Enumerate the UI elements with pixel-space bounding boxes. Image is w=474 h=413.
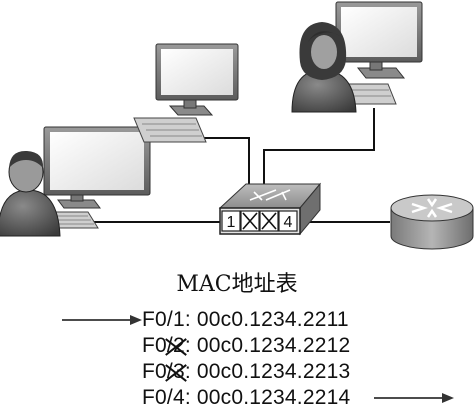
- user-man-icon: [0, 150, 61, 237]
- user-woman-icon: [291, 22, 357, 113]
- cable-port2-top-monitor: [200, 137, 250, 205]
- switch-port-4: [278, 210, 298, 232]
- port-blocked-icon: [261, 212, 277, 230]
- mac-address: : 00c0.1234.2211: [184, 308, 349, 331]
- interface-prefix: F0/: [142, 386, 173, 409]
- mac-address: : 00c0.1234.2212: [184, 334, 351, 357]
- incoming-arrow-icon: [62, 315, 142, 325]
- keyboard-icon: [133, 117, 207, 143]
- interface-prefix: F0/: [142, 308, 173, 331]
- port-number: 1: [172, 308, 185, 331]
- workstation-top: [133, 43, 239, 143]
- mac-address: : 00c0.1234.2214: [184, 386, 351, 409]
- workstation-left: [0, 126, 151, 237]
- monitor-icon: [155, 43, 239, 116]
- interface-prefix: F0: [142, 360, 167, 383]
- struck-port-number: /2: [166, 334, 185, 357]
- switch-port-label: 1: [227, 214, 236, 231]
- switch-port-1: [221, 210, 241, 232]
- router-icon: [390, 194, 474, 250]
- monitor-icon: [43, 126, 151, 209]
- mac-table-entry: F0/1: 00c0.1234.2211: [142, 308, 349, 332]
- mac-table-title: MAC地址表: [176, 272, 298, 297]
- port-number: 4: [172, 386, 185, 409]
- monitor-icon: [335, 1, 423, 79]
- frame-flow-arrows: [62, 315, 454, 403]
- switch-port-label: 4: [284, 214, 293, 231]
- interface-prefix: F0: [142, 334, 167, 357]
- workstation-right: [291, 1, 423, 113]
- port-blocked-icon: [242, 212, 258, 230]
- mac-table-entry: F0/2: 00c0.1234.2212: [142, 334, 350, 358]
- mac-table-entry: F0/3: 00c0.1234.2213: [142, 360, 350, 384]
- cable-port3-user: [263, 108, 375, 205]
- mac-address: : 00c0.1234.2213: [184, 360, 351, 383]
- outgoing-arrow-icon: [374, 393, 454, 403]
- mac-table-entry: F0/4: 00c0.1234.2214: [142, 386, 350, 410]
- struck-port-number: /3: [166, 360, 185, 383]
